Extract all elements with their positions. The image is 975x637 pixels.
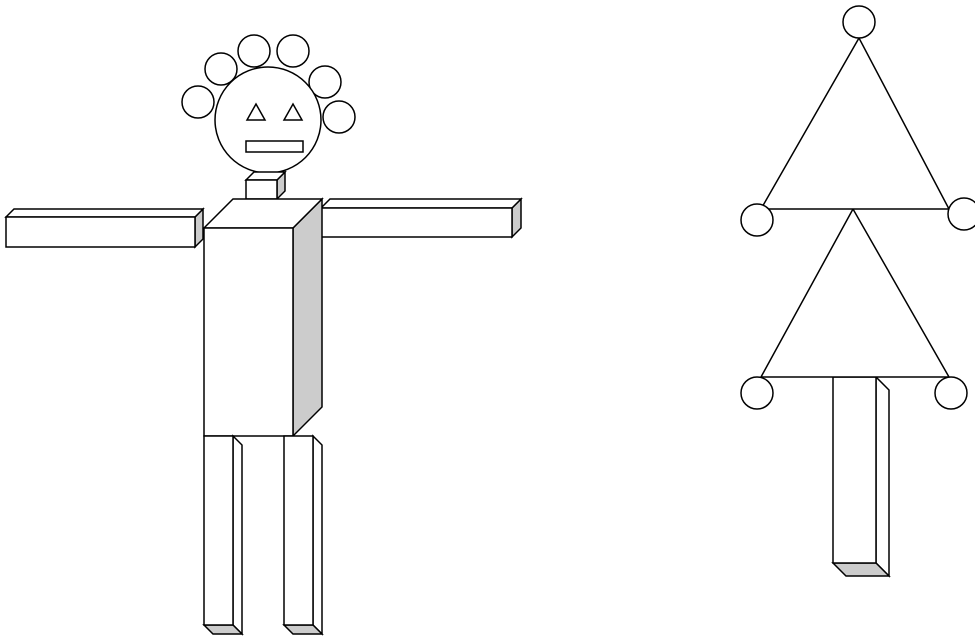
left-arm-front [5,216,196,248]
robot-right-leg [282,434,324,636]
torso-side [292,197,323,438]
robot-left-leg [202,434,244,636]
tree-upper-left-circle [740,203,774,237]
left-arm-top [4,208,205,218]
robot-left-eye [245,102,267,121]
robot-torso [202,197,324,438]
curl-circle [237,34,271,68]
robot-mouth [245,140,304,153]
robot-neck [244,170,287,201]
tree-figure [740,5,975,578]
right-arm-front [320,207,513,238]
curl-circle [322,100,356,134]
tree-lower-triangle [759,207,951,378]
curl-circle [308,65,342,99]
right-leg-front [283,435,314,626]
neck-top [244,171,287,181]
robot-figure [4,34,523,636]
tree-trunk [831,375,891,578]
trunk-side [875,375,890,578]
left-leg-front [203,435,234,626]
tree-lower-right-circle [934,376,968,410]
tree-lower-left-circle [740,376,774,410]
robot-right-arm [319,197,523,239]
right-leg-side [312,434,323,636]
neck-front [245,179,278,200]
curl-circle [204,52,238,86]
trunk-front [832,376,877,564]
torso-front [203,227,294,437]
robot-left-arm [4,207,205,249]
left-leg-side [232,434,243,636]
right-arm-top [319,198,523,209]
robot-head [214,66,322,174]
curl-circle [276,34,310,68]
tree-upper-triangle [759,36,951,210]
tree-upper-right-circle [947,197,975,231]
robot-curls [181,34,356,134]
tree-top-circle [842,5,876,39]
curl-circle [181,85,215,119]
robot-right-eye [282,102,304,121]
